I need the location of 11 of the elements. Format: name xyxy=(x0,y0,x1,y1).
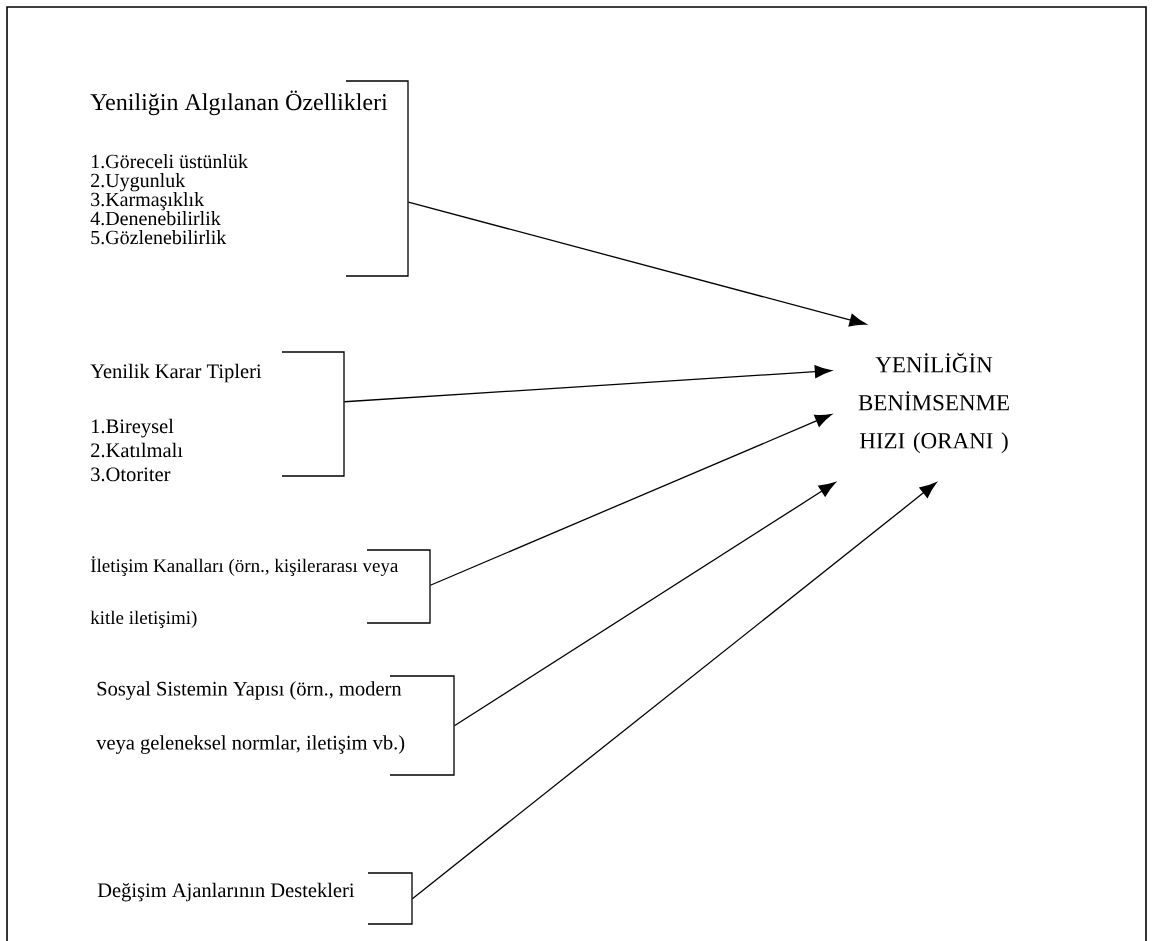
bracket-group: Sosyal Sistemin Yapısı (örn., modern veya geleneksel normlar, iletişim vb.) xyxy=(96,675,455,776)
arrow xyxy=(343,365,832,403)
result-text: YENİLİĞİN BENİMSENME HIZI (ORANI ) xyxy=(858,352,1009,454)
bracket-group: İletişim Kanalları (örn., kişilerarası veya kitle iletişimi) xyxy=(90,549,431,628)
arrow xyxy=(411,482,937,900)
bracket-group: Değişim Ajanlarının Destekleri xyxy=(97,872,413,925)
arrow xyxy=(407,201,867,327)
arrow xyxy=(453,482,836,727)
bracket-group: Yeniliğin Algılanan Özellikleri 1.Göreceli üstünlük 2.Uygunluk 3.Karmaşıklık 4.Denenebilirlik 5.Gözlenebilirlik xyxy=(90,80,409,277)
arrow xyxy=(429,413,832,586)
bracket-group: Yenilik Karar Tipleri 1.Bireysel 2.Katılmalı 3.Otoriter xyxy=(90,351,345,482)
